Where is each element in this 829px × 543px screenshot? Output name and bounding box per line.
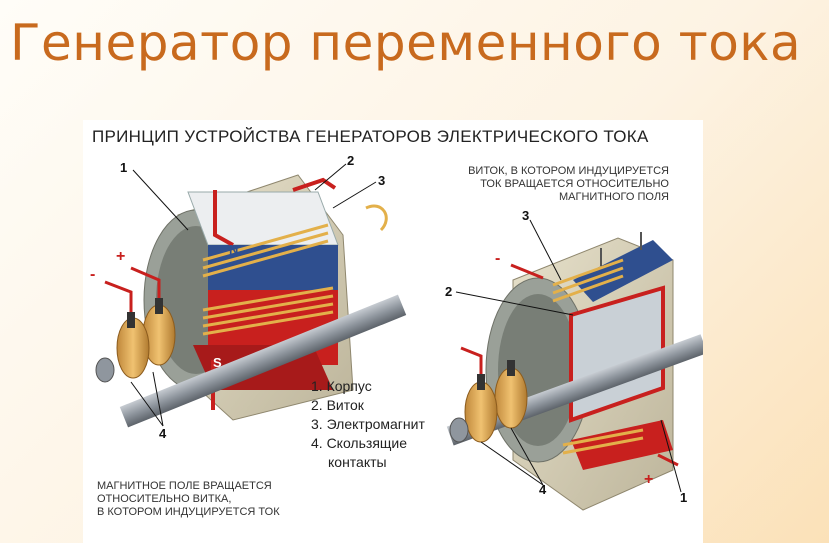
right-caption: ВИТОК, В КОТОРОМ ИНДУЦИРУЕТСЯ ТОК ВРАЩАЕ… (468, 165, 669, 204)
left-caption-line: МАГНИТНОЕ ПОЛЕ ВРАЩАЕТСЯ (97, 480, 272, 492)
right-minus-sign: - (495, 250, 501, 267)
leader-1 (660, 419, 682, 493)
field-winding (552, 258, 644, 455)
leader-4a (152, 371, 164, 427)
brush-2 (127, 312, 135, 328)
left-callout-2: 2 (347, 153, 355, 168)
left-caption-line: ОТНОСИТЕЛЬНО ВИТКА, (97, 493, 232, 505)
diagram-panel: ПРИНЦИП УСТРОЙСТВА ГЕНЕРАТОРОВ ЭЛЕКТРИЧЕ… (83, 120, 703, 543)
legend: 1. Корпус 2. Виток 3. Электромагнит 4. С… (311, 377, 425, 472)
shaft-end (449, 417, 469, 443)
legend-item: контакты (328, 454, 387, 470)
south-pole (571, 420, 673, 470)
slide-title: Генератор переменного тока (10, 14, 802, 72)
right-plus-sign: + (644, 471, 654, 488)
plus-lead (657, 453, 679, 467)
brush-1 (507, 360, 515, 376)
right-callout-4: 4 (539, 482, 547, 497)
leader-4b (130, 381, 164, 427)
rotation-arrow (365, 204, 388, 232)
left-generator (95, 163, 407, 428)
left-caption-line: В КОТОРОМ ИНДУЦИРУЕТСЯ ТОК (97, 506, 280, 518)
loop-wire (292, 177, 337, 192)
leader-2 (455, 291, 574, 316)
minus-lead (510, 263, 544, 280)
right-caption-line: МАГНИТНОГО ПОЛЯ (559, 191, 669, 203)
right-caption-line: ТОК ВРАЩАЕТСЯ ОТНОСИТЕЛЬНО (480, 178, 669, 190)
shaft-end (95, 357, 115, 383)
leader-3 (529, 219, 562, 281)
minus-lead (104, 280, 133, 312)
slip-ring-1 (494, 367, 528, 429)
leader-1 (132, 169, 189, 231)
left-plus-sign: + (116, 248, 126, 265)
right-callout-1: 1 (680, 490, 688, 505)
lead-1 (460, 346, 483, 374)
right-generator (446, 219, 703, 511)
south-pole-label: S (213, 355, 222, 370)
left-callout-3: 3 (378, 173, 386, 188)
legend-item: 3. Электромагнит (311, 416, 425, 432)
brush-2 (477, 374, 485, 390)
leader-4b (510, 427, 544, 486)
right-caption-line: ВИТОК, В КОТОРОМ ИНДУЦИРУЕТСЯ (468, 165, 669, 177)
right-callout-3: 3 (522, 208, 530, 223)
right-callout-2: 2 (445, 284, 453, 299)
shaft (119, 294, 407, 428)
leader-2 (314, 163, 347, 191)
generator-illustrations (95, 163, 703, 511)
left-caption: МАГНИТНОЕ ПОЛЕ ВРАЩАЕТСЯ ОТНОСИТЕЛЬНО ВИ… (97, 480, 280, 519)
panel-title: ПРИНЦИП УСТРОЙСТВА ГЕНЕРАТОРОВ ЭЛЕКТРИЧЕ… (92, 127, 649, 146)
legend-item: 4. Скользящие (311, 435, 408, 451)
left-callout-1: 1 (120, 160, 128, 175)
leader-4a (480, 441, 544, 486)
north-pole-label: N (229, 242, 239, 257)
top-wire (213, 190, 234, 247)
field-winding (202, 223, 334, 336)
legend-item: 1. Корпус (311, 378, 372, 394)
slip-ring-2 (464, 381, 498, 443)
plus-lead (130, 266, 161, 298)
left-callout-4: 4 (159, 426, 167, 441)
brush-1 (155, 298, 163, 314)
legend-item: 2. Виток (311, 397, 364, 413)
leader-3 (332, 181, 377, 209)
left-minus-sign: - (90, 266, 96, 283)
